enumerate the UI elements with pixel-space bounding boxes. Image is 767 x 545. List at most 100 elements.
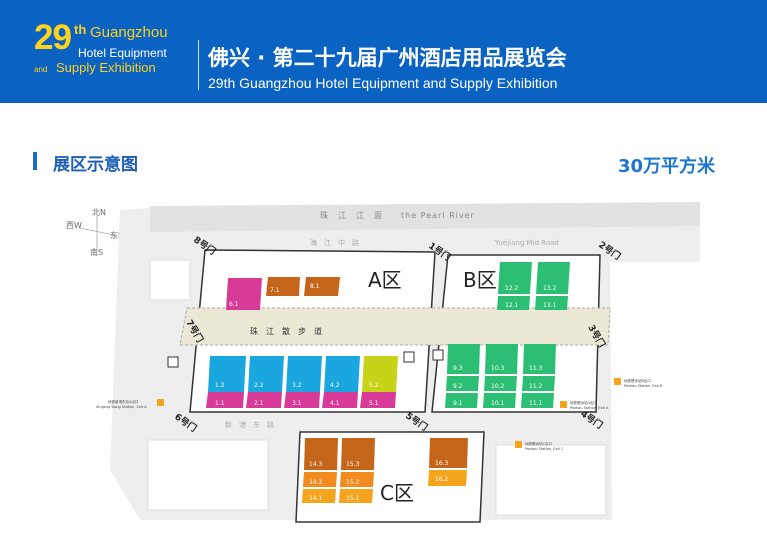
hall-label: 15.2 — [346, 479, 360, 486]
hall-3-1[interactable] — [284, 392, 320, 408]
entrance-icons — [167, 349, 444, 368]
logo-number: 29 — [34, 18, 72, 57]
hall-12-2[interactable] — [498, 262, 532, 294]
zone-c-label: C区 — [380, 481, 414, 505]
river-band — [150, 202, 700, 232]
hall-label: 2.1 — [254, 400, 264, 407]
hall-label: 5.1 — [369, 400, 379, 407]
hall-label: 11.1 — [529, 400, 543, 407]
title-chinese: 佛兴 · 第二十九届广州酒店用品展览会 — [208, 46, 567, 70]
zone-a-label: A区 — [368, 268, 402, 292]
hall-14-1[interactable] — [302, 489, 336, 503]
hall-label: 14.1 — [309, 495, 323, 502]
hall-13-1[interactable] — [535, 296, 568, 310]
hall-11-3[interactable] — [523, 344, 556, 374]
hall-label: 4.2 — [330, 382, 340, 389]
hall-10-1[interactable] — [483, 393, 516, 408]
hall-15-3[interactable] — [341, 438, 375, 470]
promenade-label: 珠 江 散 步 道 — [250, 326, 322, 336]
hall-label: 9.1 — [453, 400, 463, 407]
hall-3-2[interactable] — [286, 356, 322, 392]
station-xingang-cn: 地铁新港东站A出口 — [108, 399, 139, 404]
zone-b-halls: 12.2 13.2 12.1 13.1 9.3 10.3 11.3 9.2 10… — [445, 262, 570, 408]
station-pazhou-a-cn: 地铁琶洲站A出口 — [570, 400, 597, 405]
hall-5-2[interactable] — [362, 356, 398, 392]
hall-label: 6.1 — [229, 301, 239, 308]
hall-9-3[interactable] — [447, 344, 480, 374]
hall-label: 16.3 — [435, 460, 449, 467]
compass-east: 东E — [110, 230, 123, 240]
hall-label: 14.2 — [309, 479, 323, 486]
logo-suffix: th — [74, 22, 87, 37]
hall-label: 7.1 — [270, 287, 280, 294]
hall-14-3[interactable] — [304, 438, 338, 470]
hall-label: 10.1 — [491, 400, 505, 407]
exhibition-logo: 29 th Guangzhou Hotel Equipment and Supp… — [34, 18, 184, 88]
station-pazhou-c-cn: 地铁琶洲站C出口 — [525, 441, 552, 446]
metro-icon — [560, 401, 567, 408]
hall-label: 13.2 — [543, 285, 557, 292]
title-english: 29th Guangzhou Hotel Equipment and Suppl… — [208, 75, 558, 91]
river-label: 珠 江 江 面 the Pearl River — [320, 210, 475, 220]
hall-label: 13.1 — [543, 302, 557, 309]
hall-4-2[interactable] — [324, 356, 360, 392]
hall-6-1[interactable] — [226, 278, 262, 310]
zone-b-label: B区 — [463, 268, 497, 292]
hall-label: 15.1 — [346, 495, 360, 502]
station-pazhou-a-en: Pazhou Station, Exit A — [570, 406, 609, 410]
hall-4-1[interactable] — [322, 392, 358, 408]
hall-label: 10.2 — [491, 383, 505, 390]
hall-9-1[interactable] — [445, 393, 478, 408]
hall-label: 11.3 — [529, 365, 543, 372]
hall-13-2[interactable] — [536, 262, 570, 294]
hall-15-1[interactable] — [339, 489, 373, 503]
logo-supply: Supply Exhibition — [56, 60, 156, 75]
road-mid-label: 海 江 中 路 — [310, 238, 359, 247]
hall-1-2[interactable] — [208, 356, 246, 392]
compass-north: 北N — [92, 208, 106, 217]
hall-5-1[interactable] — [360, 392, 396, 408]
promenade — [179, 307, 611, 346]
hall-12-1[interactable] — [497, 296, 530, 310]
hall-15-2[interactable] — [340, 472, 374, 487]
hall-14-2[interactable] — [303, 472, 337, 487]
metro-stations: 地铁新港东站A出口 Xingang Dong Station, Exit A 地… — [96, 378, 663, 451]
hall-2-2[interactable] — [248, 356, 284, 392]
hall-label: 11.2 — [529, 383, 543, 390]
hall-7-1[interactable] — [266, 277, 300, 296]
entrance-icon — [167, 356, 179, 368]
road-left-label: 新 港 东 路 — [225, 420, 274, 429]
hall-11-2[interactable] — [522, 376, 555, 391]
hall-label: 5.2 — [369, 382, 379, 389]
logo-hotel: Hotel Equipment — [78, 46, 167, 60]
hall-11-1[interactable] — [521, 393, 554, 408]
hall-label: 8.1 — [310, 283, 320, 290]
hall-16-3[interactable] — [429, 438, 468, 468]
hall-10-3[interactable] — [485, 344, 518, 374]
station-xingang-en: Xingang Dong Station, Exit A — [96, 405, 147, 409]
hall-label: 15.3 — [346, 461, 360, 468]
page-header: 29 th Guangzhou Hotel Equipment and Supp… — [0, 0, 767, 103]
road-en-label: Yuejiang Mid Road — [494, 239, 559, 247]
hall-label: 12.2 — [505, 285, 519, 292]
entrance-icon — [432, 349, 444, 361]
hall-1-1[interactable] — [206, 392, 244, 408]
hall-label: 4.1 — [330, 400, 340, 407]
station-pazhou-b-cn: 地铁琶洲站B出口 — [624, 378, 651, 383]
hall-2-1[interactable] — [246, 392, 282, 408]
hall-label: 16.2 — [435, 476, 449, 483]
hall-10-2[interactable] — [484, 376, 517, 391]
hall-label: 2.2 — [254, 382, 264, 389]
area-size: 30万平方米 — [618, 156, 716, 177]
section-marker — [33, 152, 37, 170]
hall-label: 14.3 — [309, 461, 323, 468]
hall-8-1[interactable] — [304, 277, 340, 296]
hall-label: 12.1 — [505, 302, 519, 309]
hall-16-2[interactable] — [428, 470, 467, 486]
station-pazhou-c-en: Pazhou Station, Exit C — [525, 447, 564, 451]
logo-city: Guangzhou — [90, 24, 168, 41]
metro-icon — [515, 441, 522, 448]
header-divider — [198, 40, 199, 90]
hall-label: 1.2 — [215, 382, 225, 389]
hall-9-2[interactable] — [446, 376, 479, 391]
